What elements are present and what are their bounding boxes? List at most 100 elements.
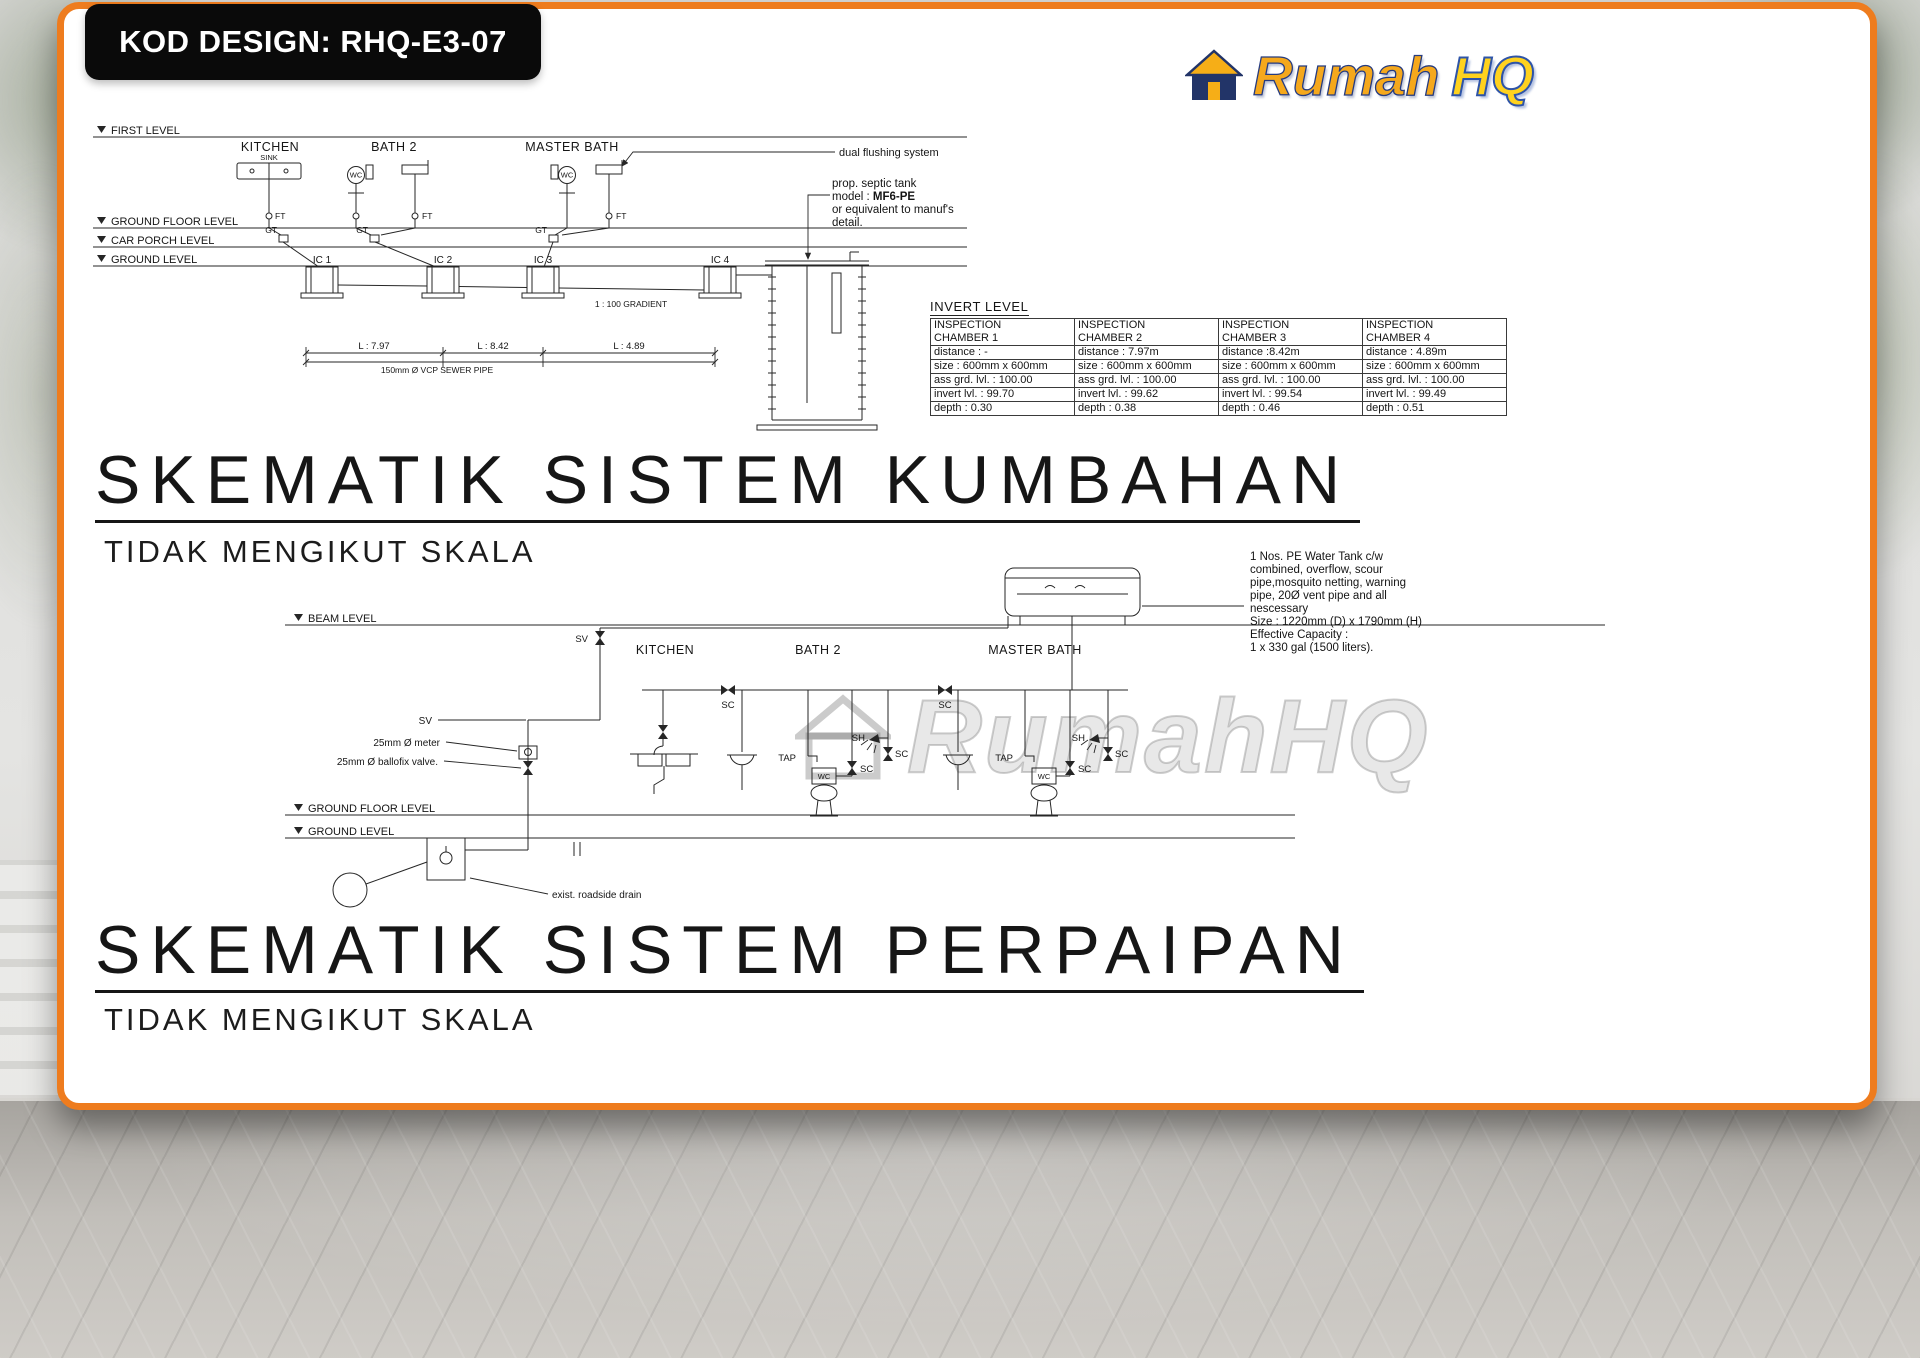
ic1-label: IC 1 bbox=[313, 255, 332, 266]
dual-flush-note: dual flushing system bbox=[839, 147, 939, 159]
septic-note-leader-line bbox=[804, 194, 830, 260]
ft-label: FT bbox=[275, 211, 285, 221]
master-bath-room-label: MASTER BATH bbox=[988, 643, 1081, 657]
sewerage-schematic-drawing: FIRST LEVEL GROUND FLOOR LEVEL CAR PORCH… bbox=[93, 125, 967, 431]
inspection-chamber-symbols bbox=[300, 266, 742, 299]
sc-label: SC bbox=[860, 764, 873, 775]
table-cell: depth : 0.51 bbox=[1362, 400, 1507, 416]
master-wc-symbol bbox=[550, 164, 576, 236]
septic-note-line: detail. bbox=[832, 216, 863, 229]
tank-note-line: Size : 1220mm (D) x 1790mm (H) bbox=[1250, 615, 1422, 628]
bath2-room-label: BATH 2 bbox=[371, 140, 417, 154]
bath2-basin-symbol bbox=[380, 160, 429, 236]
sc-label: SC bbox=[721, 700, 734, 711]
level-lines bbox=[285, 624, 1605, 839]
wc-label: WC bbox=[1038, 772, 1051, 781]
kumbahan-section-title: SKEMATIK SISTEM KUMBAHAN bbox=[95, 446, 1361, 523]
ic4-label: IC 4 bbox=[711, 255, 730, 266]
dimension-lines bbox=[302, 347, 719, 367]
table-cell: ass grd. lvl. : 100.00 bbox=[1362, 372, 1507, 388]
table-cell: invert lvl. : 99.54 bbox=[1218, 386, 1363, 402]
tap-label: TAP bbox=[778, 753, 796, 764]
kitchen-room-label: KITCHEN bbox=[636, 643, 694, 657]
invert-level-title: INVERT LEVEL bbox=[930, 299, 1029, 316]
perpaipan-section-subtitle: TIDAK MENGIKUT SKALA bbox=[104, 1002, 536, 1037]
septic-note-line: prop. septic tank bbox=[832, 178, 917, 190]
table-cell: depth : 0.46 bbox=[1218, 400, 1363, 416]
water-tank-note: 1 Nos. PE Water Tank c/w combined, overf… bbox=[1250, 551, 1500, 655]
background-fence bbox=[0, 860, 58, 1095]
table-cell: ass grd. lvl. : 100.00 bbox=[1218, 372, 1363, 388]
logo-house-icon bbox=[1185, 49, 1243, 100]
drawing-sheet bbox=[57, 2, 1877, 1110]
table-row: invert lvl. : 99.70 invert lvl. : 99.62 … bbox=[930, 386, 1507, 402]
level-lines bbox=[93, 136, 967, 267]
underground-meter-chamber-symbol bbox=[332, 837, 581, 908]
septic-note-line: model : MF6-PE bbox=[832, 190, 916, 203]
ic3-label: IC 3 bbox=[534, 255, 553, 266]
table-cell: size : 600mm x 600mm bbox=[1218, 358, 1363, 374]
design-code-text: KOD DESIGN: RHQ-E3-07 bbox=[119, 24, 507, 59]
ground-floor-level-label: GROUND FLOOR LEVEL bbox=[111, 216, 238, 228]
dim-label-1: L : 7.97 bbox=[358, 341, 389, 352]
sc-label: SC bbox=[895, 749, 908, 760]
table-cell: distance : 4.89m bbox=[1362, 344, 1507, 360]
level-marker-icon bbox=[294, 614, 303, 834]
background-road bbox=[0, 1098, 1920, 1358]
sc-label: SC bbox=[1078, 764, 1091, 775]
master-basin-symbol bbox=[561, 160, 623, 236]
master-wc-symbol bbox=[1030, 767, 1058, 817]
table-row: distance : - distance : 7.97m distance :… bbox=[930, 344, 1507, 360]
ft-label: FT bbox=[616, 211, 626, 221]
table-cell: depth : 0.38 bbox=[1074, 400, 1219, 416]
table-cell: invert lvl. : 99.49 bbox=[1362, 386, 1507, 402]
septic-tank-symbol bbox=[756, 251, 878, 431]
watermark-text: RumahHQ bbox=[906, 678, 1430, 796]
gt-label: GT bbox=[535, 225, 547, 235]
wc-label: WC bbox=[818, 772, 831, 781]
shower-spray-lines bbox=[860, 739, 1097, 754]
master-gully-trap-symbol bbox=[543, 234, 559, 268]
table-cell: ass grd. lvl. : 100.00 bbox=[1074, 372, 1219, 388]
ground-level-label: GROUND LEVEL bbox=[111, 254, 197, 266]
master-bath-room-label: MASTER BATH bbox=[525, 140, 618, 154]
perpaipan-section-title: SKEMATIK SISTEM PERPAIPAN bbox=[95, 916, 1364, 993]
tank-note-line: Effective Capacity : bbox=[1250, 628, 1349, 641]
wc-label: WC bbox=[561, 171, 574, 180]
kitchen-sink-symbol bbox=[630, 753, 698, 794]
bath2-gully-trap-symbol bbox=[369, 234, 437, 268]
brand-name-rumah: Rumah bbox=[1252, 44, 1440, 107]
level-marker-icon bbox=[97, 126, 106, 262]
meter-leader-label: 25mm Ø meter bbox=[373, 738, 440, 749]
kitchen-sink-symbol bbox=[236, 162, 320, 268]
bath2-basin-symbol bbox=[727, 754, 757, 790]
beam-level-label: BEAM LEVEL bbox=[308, 613, 376, 625]
tank-note-line: pipe, 20Ø vent pipe and all bbox=[1250, 589, 1387, 602]
first-level-label: FIRST LEVEL bbox=[111, 125, 180, 137]
ic2-label: IC 2 bbox=[434, 255, 453, 266]
table-row: ass grd. lvl. : 100.00 ass grd. lvl. : 1… bbox=[930, 372, 1507, 388]
table-cell: invert lvl. : 99.70 bbox=[930, 386, 1075, 402]
ground-level-label: GROUND LEVEL bbox=[308, 826, 394, 838]
tank-note-line: 1 Nos. PE Water Tank c/w bbox=[1250, 551, 1383, 563]
sh-label: SH bbox=[1072, 733, 1085, 744]
table-cell: invert lvl. : 99.62 bbox=[1074, 386, 1219, 402]
bath2-room-label: BATH 2 bbox=[795, 643, 841, 657]
septic-tank-note: prop. septic tank model : MF6-PE or equi… bbox=[832, 178, 1002, 230]
kitchen-room-label: KITCHEN bbox=[241, 140, 299, 154]
roadside-drain-label: exist. roadside drain bbox=[552, 890, 642, 901]
septic-note-line: or equivalent to manuf's bbox=[832, 203, 954, 216]
sh-label: SH bbox=[852, 733, 865, 744]
sewer-pipe-line bbox=[337, 274, 772, 291]
dim-label-3: L : 4.89 bbox=[613, 341, 644, 352]
sewer-pipe-spec-label: 150mm Ø VCP SEWER PIPE bbox=[381, 365, 494, 375]
car-porch-level-label: CAR PORCH LEVEL bbox=[111, 235, 214, 247]
ballofix-leader-label: 25mm Ø ballofix valve. bbox=[337, 757, 438, 768]
bath2-wc-symbol bbox=[810, 767, 838, 817]
